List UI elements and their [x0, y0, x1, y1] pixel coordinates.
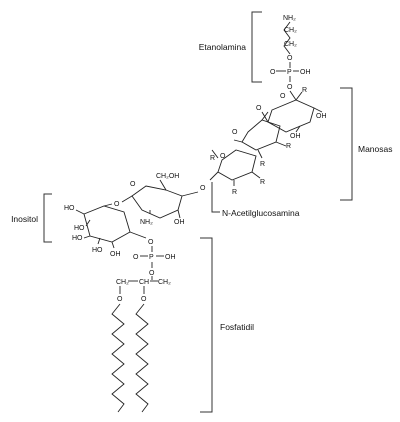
r-group: R	[210, 155, 215, 162]
ch2oh-atom: CH₂OH	[156, 173, 179, 180]
phosphorus-atom: P	[149, 254, 154, 261]
fatty-acid-chain-right	[135, 303, 149, 413]
r-group: R	[286, 143, 291, 150]
inositol-bracket	[43, 193, 52, 243]
ethanolamine-bracket	[251, 11, 262, 83]
ring-oxygen: O	[200, 185, 206, 192]
oxygen-atom: O	[287, 84, 293, 91]
hydroxyl-atom: OH	[316, 113, 327, 120]
phosphatidyl-bracket	[200, 237, 213, 413]
ch2-atom: CH₂	[284, 27, 297, 34]
hydroxyl-atom: OH	[174, 219, 185, 226]
r-group: R	[302, 87, 307, 94]
oxygen-atom: O	[133, 254, 139, 261]
ethanolamine-group: Etanolamina NH₂ CH₂ CH₂ O O P OH O	[199, 11, 311, 101]
ring-oxygen: O	[130, 181, 136, 188]
ring-oxygen: O	[256, 105, 262, 112]
r-group: R	[260, 179, 265, 186]
oxygen-atom: O	[141, 296, 147, 303]
n-acetylglucosamine-label: N-Acetilglucosamina	[222, 208, 300, 218]
hydroxyl-atom: OH	[110, 251, 121, 258]
mannoses-label: Manosas	[358, 144, 393, 154]
hydroxyl-atom: HO	[72, 235, 83, 242]
inositol-group: Inositol HO HO HO HO OH O	[11, 193, 154, 258]
ring-oxygen: O	[280, 93, 286, 100]
mannose-group: Manosas O O R OH OH O R R O R R R O	[200, 87, 393, 201]
ch2-atom: CH₂	[284, 41, 297, 48]
ch2-atom: CH₂	[158, 279, 171, 286]
oxygen-atom: O	[148, 239, 154, 246]
phosphatidyl-group: Fosfatidil P OH O O CH₂ CH CH₂ O O	[111, 237, 254, 413]
ring-oxygen: O	[220, 153, 226, 160]
oxygen-atom: O	[149, 270, 155, 277]
hydroxyl-atom: HO	[74, 225, 85, 232]
r-group: R	[232, 189, 237, 196]
hydroxyl-atom: OH	[300, 69, 311, 76]
nh2-atom: NH₂	[140, 219, 153, 226]
hydroxyl-atom: OH	[165, 254, 176, 261]
n-acetylglucosamine-group: N-Acetilglucosamina CH₂OH O OH NH₂ O	[114, 173, 300, 226]
r-group: R	[260, 161, 265, 168]
ring-oxygen: O	[232, 129, 238, 136]
phosphatidyl-label: Fosfatidil	[220, 322, 254, 332]
ring-oxygen: O	[114, 201, 120, 208]
mannoses-bracket	[340, 87, 353, 201]
phosphorus-atom: P	[287, 69, 292, 76]
n-acetylglucosamine-bracket	[211, 182, 220, 213]
fatty-acid-chain-left	[111, 303, 125, 413]
nh2-atom: NH₂	[283, 15, 296, 22]
oxygen-atom: O	[270, 69, 276, 76]
hydroxyl-atom: HO	[64, 205, 75, 212]
ch2-atom: CH₂	[116, 279, 129, 286]
oxygen-atom: O	[117, 296, 123, 303]
ethanolamine-label: Etanolamina	[199, 42, 247, 52]
oxygen-atom: O	[287, 55, 293, 62]
hydroxyl-atom: OH	[290, 133, 301, 140]
inositol-label: Inositol	[11, 214, 38, 224]
ch-atom: CH	[139, 279, 149, 286]
hydroxyl-atom: HO	[92, 247, 103, 254]
